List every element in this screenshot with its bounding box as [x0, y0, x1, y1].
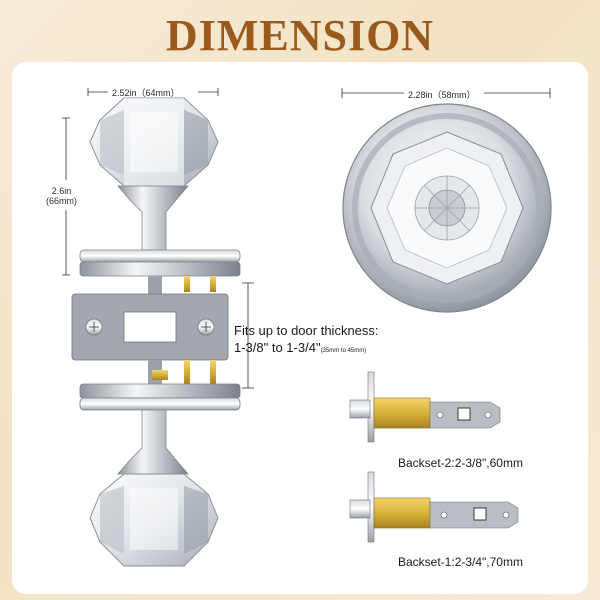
latch-faceplate	[71, 293, 229, 361]
fits-line-1: Fits up to door thickness:	[234, 323, 379, 338]
backset-2-label: Backset-2:2-3/8",60mm	[398, 456, 523, 470]
bottom-glass-knob	[89, 473, 219, 567]
rose-front-view	[342, 103, 552, 313]
knob-width-dimension	[87, 88, 219, 96]
rose-diameter-label: 2.28in（58mm）	[408, 90, 476, 100]
backset-1-label: Backset-1:2-3/4",70mm	[398, 555, 523, 569]
door-thickness-dimension	[242, 282, 254, 389]
bottom-spindle	[148, 360, 216, 384]
bottom-rose-plate	[79, 383, 241, 411]
top-spindle	[148, 276, 216, 294]
knob-height-inch: 2.6in	[51, 186, 72, 196]
rose-diameter-dimension	[341, 88, 551, 98]
knob-width-label: 2.52in（64mm）	[112, 88, 180, 98]
fits-range: 1-3/8" to 1-3/4"	[234, 340, 321, 355]
page-title: DIMENSION	[165, 11, 435, 60]
fits-range-mm: (35mm to 45mm)	[320, 348, 367, 354]
fits-line-2: 1-3/8" to 1-3/4"(35mm to 45mm)	[234, 339, 379, 360]
latch-backset-2	[349, 371, 501, 443]
latch-backset-1	[349, 471, 519, 543]
door-thickness-text: Fits up to door thickness: 1-3/8" to 1-3…	[234, 322, 379, 360]
top-rose-plate	[79, 249, 241, 277]
knob-height-label: 2.6in (66mm)	[46, 186, 77, 206]
top-glass-knob	[89, 97, 219, 187]
knob-height-mm: (66mm)	[46, 196, 77, 206]
knob-height-dimension	[62, 117, 70, 276]
top-knob-neck	[117, 185, 189, 251]
bottom-knob-neck	[117, 409, 189, 475]
